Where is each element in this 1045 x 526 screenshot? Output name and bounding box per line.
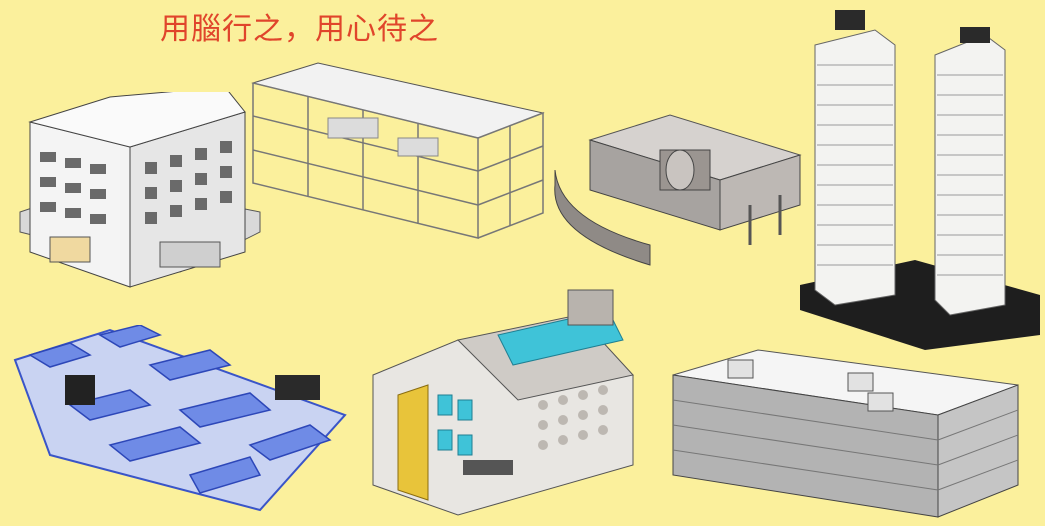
skyscraper-icon [800,10,1040,350]
sectioned-school-building [368,285,638,520]
structural-frame-icon [251,62,545,239]
frame-structure-building [248,58,548,243]
white-mixed-use-building [10,92,265,302]
building-model-icon [19,92,261,288]
blue-foundation-plan [10,325,350,515]
slogan-title: 用腦行之，用心待之 [160,12,439,47]
twin-towers [795,5,1045,350]
building-model-icon [672,349,1019,518]
gray-parking-building [668,345,1023,520]
gray-curved-building [550,110,805,270]
building-model-icon [554,114,802,266]
building-section-icon [372,289,634,516]
foundation-plan-icon [13,325,347,512]
